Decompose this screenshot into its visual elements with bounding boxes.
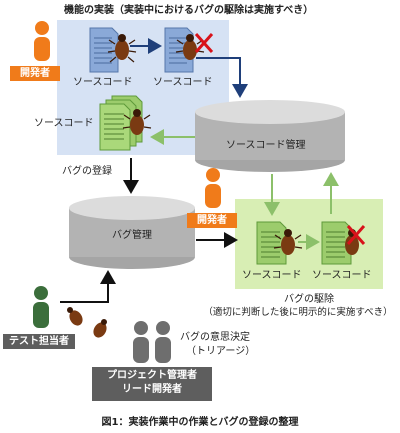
bug-icon bbox=[122, 109, 152, 135]
lead-role-label: リード開発者 bbox=[122, 384, 182, 395]
bug-mgmt-label: バグ管理 bbox=[112, 230, 152, 241]
source-code-label: ソースコード bbox=[242, 270, 302, 281]
source-doc-icon bbox=[164, 27, 194, 73]
source-code-label: ソースコード bbox=[34, 118, 94, 129]
manager-person-icon bbox=[133, 321, 149, 363]
developer-role-badge: 開発者 bbox=[187, 213, 237, 228]
developer-person-icon bbox=[205, 168, 221, 208]
tester-role-badge: テスト担当者 bbox=[3, 334, 75, 349]
decision-subtitle: （トリアージ） bbox=[186, 346, 256, 357]
bug-icon bbox=[107, 34, 137, 63]
bug-icon bbox=[273, 229, 303, 255]
figure-caption: 図1：実装作業中の作業とバグの登録の整理 bbox=[101, 417, 299, 428]
source-mgmt-cylinder bbox=[195, 100, 345, 172]
bug-mgmt-cylinder bbox=[69, 196, 195, 269]
bug-icon bbox=[67, 307, 83, 326]
cross-mark-icon bbox=[194, 33, 214, 53]
diagram-title: 機能の実装（実装中におけるバグの駆除は実施すべき） bbox=[64, 5, 314, 16]
bug-register-label: バグの登録 bbox=[62, 166, 112, 177]
tester-person-icon bbox=[33, 286, 49, 328]
bug-icon bbox=[175, 34, 205, 60]
developer-role-badge: 開発者 bbox=[10, 66, 60, 81]
source-doc-icon bbox=[89, 27, 119, 73]
pm-lead-role-badge: プロジェクト管理者 リード開発者 bbox=[92, 367, 212, 401]
bug-fix-title: バグの駆除 bbox=[284, 294, 334, 305]
bug-icon bbox=[93, 319, 107, 338]
source-mgmt-label: ソースコード管理 bbox=[226, 140, 306, 151]
pm-role-label: プロジェクト管理者 bbox=[107, 370, 197, 381]
source-code-label: ソースコード bbox=[73, 77, 133, 88]
developer-person-icon bbox=[34, 21, 50, 61]
cross-mark-icon bbox=[346, 225, 366, 245]
source-code-label: ソースコード bbox=[153, 77, 213, 88]
bug-fix-note: （適切に判断した後に明示的に実施すべき） bbox=[203, 307, 393, 318]
decision-title: バグの意思決定 bbox=[180, 332, 250, 343]
source-code-label: ソースコード bbox=[312, 270, 372, 281]
lead-developer-person-icon bbox=[155, 321, 171, 363]
